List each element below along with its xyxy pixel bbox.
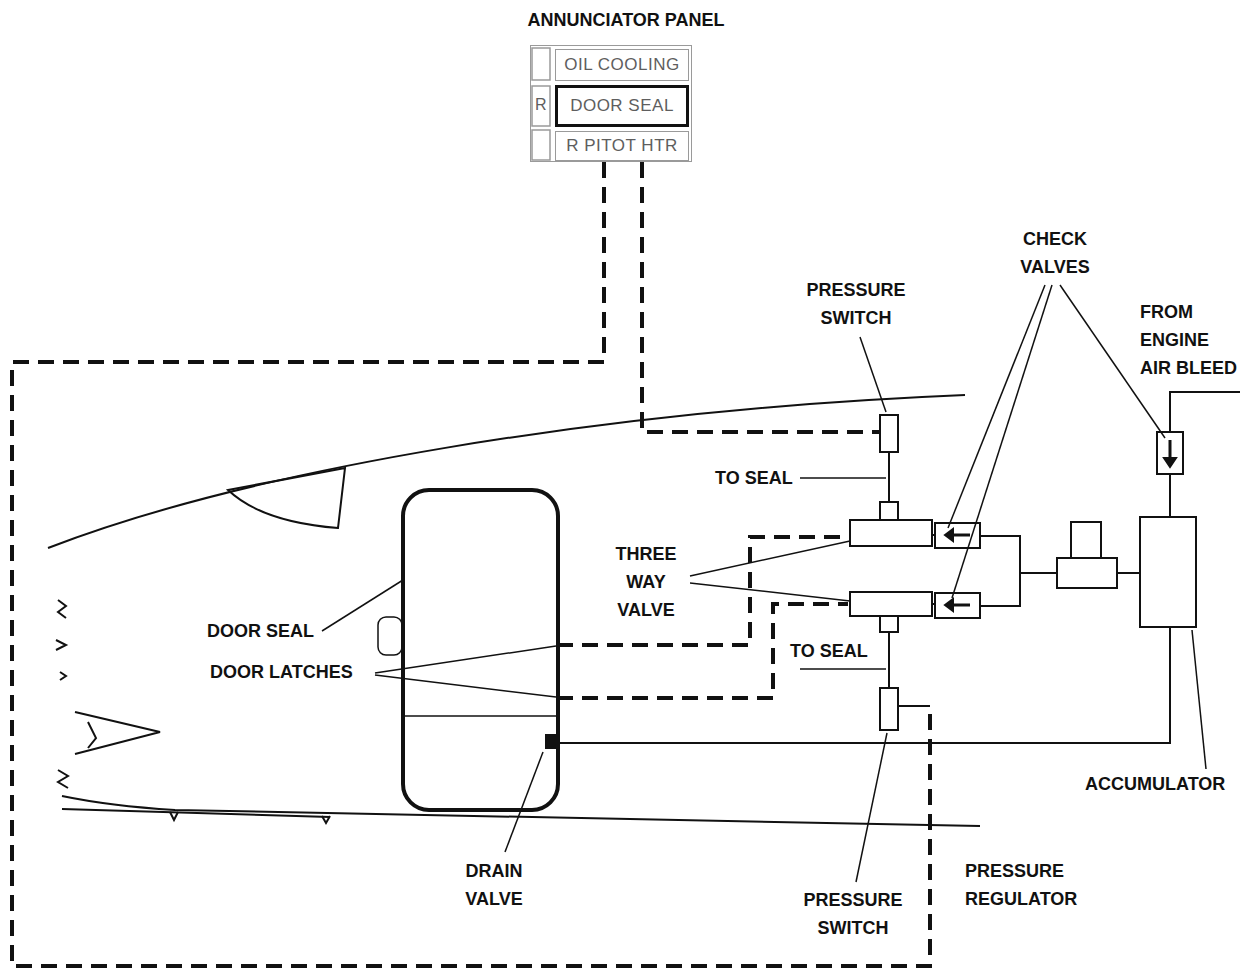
component-label: ACCUMULATOR — [1085, 773, 1225, 795]
component-label: DOOR SEAL — [207, 620, 314, 642]
panel-fragment — [532, 86, 550, 126]
panel-fragment — [532, 130, 550, 160]
cabin-door — [378, 617, 402, 655]
source-label: FROM ENGINE AIR BLEED — [1140, 298, 1241, 382]
annunciator-text: OIL COOLING — [556, 55, 688, 75]
leader-lines — [322, 285, 1206, 882]
leader-lines — [800, 668, 886, 670]
pneumatic-plumbing — [1140, 517, 1196, 627]
panel-heading: ANNUNCIATOR PANEL — [496, 8, 756, 32]
fuselage-outline — [88, 722, 96, 748]
annunciator-text: DOOR SEAL — [558, 96, 686, 116]
leader-lines — [856, 733, 887, 882]
fuselage-outline — [58, 770, 68, 788]
pneumatic-plumbing — [850, 592, 932, 616]
component-label: PRESSURE REGULATOR — [965, 857, 1105, 913]
fuselage-outline — [48, 395, 980, 826]
pneumatic-plumbing — [935, 523, 980, 548]
pneumatic-plumbing — [556, 392, 1240, 743]
component-label: PRESSURE SWITCH — [797, 886, 909, 942]
annunciator-light: R PITOT HTR — [555, 131, 689, 161]
leader-lines — [690, 583, 850, 601]
pneumatic-plumbing — [1157, 432, 1183, 474]
pneumatic-plumbing — [1071, 522, 1101, 558]
panel-fragment-text: R — [535, 95, 547, 115]
component-label: THREE WAY VALVE — [606, 540, 686, 624]
pneumatic-plumbing — [945, 599, 953, 611]
pneumatic-plumbing — [850, 520, 932, 546]
leader-lines — [690, 541, 850, 576]
fuselage-outline — [75, 712, 160, 754]
cabin-door — [546, 735, 556, 748]
pneumatic-plumbing — [980, 536, 1020, 606]
leader-lines — [505, 752, 543, 852]
pneumatic-plumbing — [1020, 572, 1057, 574]
pneumatic-plumbing — [556, 627, 1170, 743]
line-label: TO SEAL — [790, 640, 868, 662]
fuselage-outline — [170, 812, 178, 820]
fuselage-outline — [322, 816, 330, 823]
component-label: DRAIN VALVE — [454, 857, 534, 913]
pneumatic-plumbing — [880, 415, 898, 452]
pneumatic-plumbing — [1169, 474, 1171, 517]
pneumatic-plumbing — [935, 593, 980, 618]
fuselage-outline — [48, 395, 965, 548]
fuselage-outline — [228, 468, 345, 528]
annunciator-light: OIL COOLING — [555, 49, 689, 81]
electrical-wiring — [12, 162, 930, 966]
leader-lines — [952, 285, 1052, 598]
fuselage-outline — [60, 672, 66, 680]
leader-lines — [948, 285, 1045, 528]
pneumatic-plumbing — [880, 502, 898, 520]
cabin-door — [405, 715, 556, 717]
leader-lines — [800, 477, 886, 479]
pneumatic-plumbing — [1117, 572, 1140, 574]
fuselage-outline — [62, 809, 330, 817]
annunciator-light-lit: DOOR SEAL — [555, 85, 689, 127]
pneumatic-plumbing — [1057, 558, 1117, 588]
pneumatic-plumbing — [1164, 458, 1176, 467]
component-label: CHECK VALVES — [1010, 225, 1100, 281]
cabin-door — [403, 490, 558, 810]
panel-fragment — [532, 48, 550, 160]
line-label: TO SEAL — [715, 467, 793, 489]
pneumatic-plumbing — [1170, 392, 1240, 432]
pneumatic-plumbing — [888, 632, 890, 688]
leader-lines — [860, 337, 886, 412]
component-label: DOOR LATCHES — [210, 661, 353, 683]
annunciator-text: R PITOT HTR — [556, 136, 688, 156]
pneumatic-plumbing — [880, 616, 898, 632]
pneumatic-plumbing — [945, 529, 953, 541]
leader-lines — [322, 580, 403, 631]
leader-lines — [1192, 630, 1206, 769]
component-label: PRESSURE SWITCH — [800, 276, 912, 332]
pneumatic-plumbing — [880, 688, 898, 730]
pneumatic-plumbing — [888, 452, 890, 502]
annunciator-panel: ANNUNCIATOR PANELOIL COOLINGDOOR SEALR P… — [530, 45, 692, 162]
electrical-wiring — [557, 537, 848, 645]
pneumatic-plumbing — [898, 705, 930, 707]
electrical-wiring — [12, 162, 930, 966]
panel-fragment — [532, 48, 550, 80]
leader-lines — [375, 646, 556, 673]
fuselage-outline — [58, 600, 66, 618]
leader-lines — [375, 675, 556, 697]
fuselage-outline — [56, 640, 66, 650]
